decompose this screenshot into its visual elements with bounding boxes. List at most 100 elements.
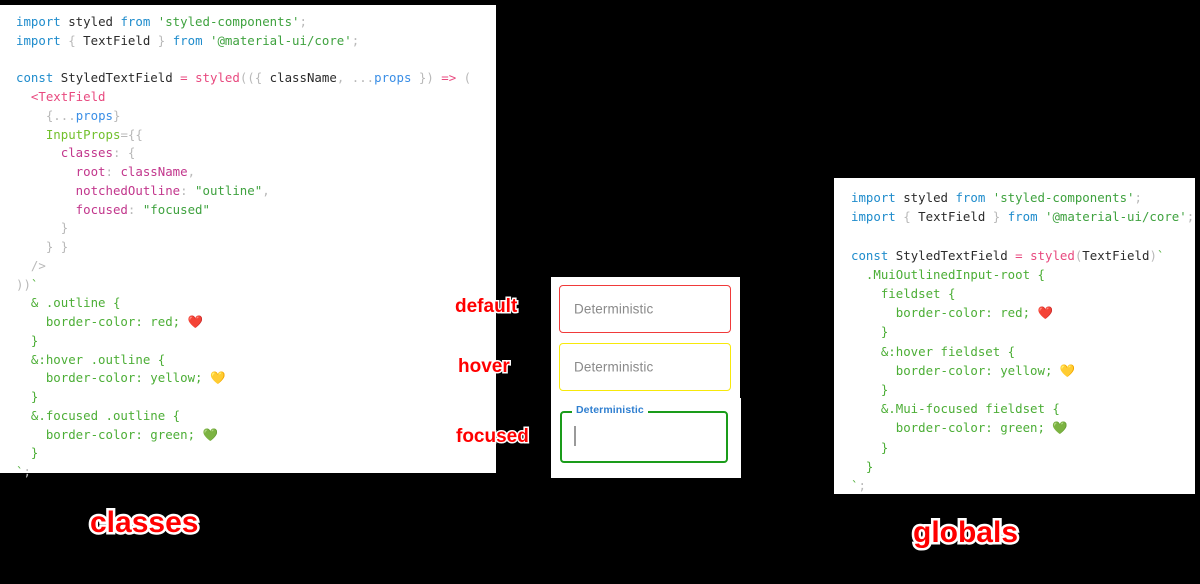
code-token: .MuiOutlinedInput-root { <box>851 266 1045 282</box>
code-token: className <box>269 70 337 86</box>
code-line: border-color: yellow; 💛 <box>16 369 496 388</box>
code-token: )) <box>16 276 31 292</box>
code-line: border-color: red; ❤️ <box>16 313 496 332</box>
code-token: border-color: green; 💚 <box>16 426 218 442</box>
code-token: } <box>851 439 889 455</box>
code-token: , <box>187 164 196 179</box>
code-line <box>16 51 496 70</box>
code-token: const <box>16 70 54 86</box>
code-token: border-color: green; 💚 <box>851 420 1068 436</box>
code-token: border-color: red; ❤️ <box>16 314 204 329</box>
code-line: ))` <box>16 276 496 295</box>
code-token: 'styled-components' <box>150 14 300 29</box>
code-token: classes <box>16 145 113 161</box>
textfield-focused[interactable]: Deterministic <box>560 405 728 463</box>
code-token: fieldset { <box>851 286 956 302</box>
code-line: } <box>16 444 496 463</box>
code-line: &.Mui-focused fieldset { <box>851 399 1195 418</box>
code-token: /> <box>16 257 46 273</box>
textfield-hover-placeholder: Deterministic <box>574 359 654 375</box>
text-cursor-icon <box>574 426 576 446</box>
code-token: { <box>895 209 919 225</box>
code-token: ; <box>1134 190 1142 205</box>
code-token: ={{ <box>120 126 143 142</box>
code-token: ` <box>30 276 39 292</box>
code-token: TextField <box>83 32 151 48</box>
code-token: "outline" <box>195 182 263 198</box>
code-token: = <box>180 70 196 86</box>
annotation-default: default <box>453 295 518 319</box>
code-token: StyledTextField <box>53 70 181 86</box>
code-token: {... <box>16 107 76 123</box>
code-token: } <box>985 209 1008 225</box>
annotation-hover: hover <box>457 355 512 379</box>
code-token: ; <box>23 464 31 479</box>
code-token: TextField <box>1082 247 1150 263</box>
code-line <box>851 226 1195 245</box>
code-token: from <box>172 32 203 48</box>
code-line: border-color: green; 💚 <box>16 426 496 445</box>
code-token: from <box>1007 209 1038 225</box>
textfield-hover[interactable]: Deterministic <box>559 343 731 391</box>
code-token: } } <box>16 239 69 254</box>
code-token: ( <box>1074 247 1083 263</box>
code-token: ) <box>1149 247 1157 263</box>
code-line: } <box>851 380 1195 399</box>
code-token: className <box>120 164 188 179</box>
code-token: notchedOutline <box>16 182 181 198</box>
code-token: border-color: yellow; 💛 <box>16 370 226 386</box>
code-token: } <box>16 389 39 404</box>
code-token: root <box>16 164 106 179</box>
code-token: { <box>60 32 84 48</box>
code-token: InputProps <box>16 126 121 142</box>
code-token: '@material-ui/core' <box>1037 209 1187 225</box>
code-token: StyledTextField <box>888 247 1016 263</box>
code-line: focused: "focused" <box>16 201 496 220</box>
code-token: }) <box>411 70 442 86</box>
code-line: <TextField <box>16 88 496 107</box>
code-token: from <box>120 14 151 29</box>
code-token: } <box>851 324 889 340</box>
code-token: ; <box>1186 209 1195 225</box>
code-line: const StyledTextField = styled(TextField… <box>851 246 1195 265</box>
code-token <box>16 89 31 104</box>
code-token: ; <box>299 14 307 29</box>
code-line: fieldset { <box>851 284 1195 303</box>
code-line: } <box>16 388 496 407</box>
code-line: } <box>851 322 1195 341</box>
code-token: &:hover .outline { <box>16 351 166 367</box>
code-token: => <box>441 70 464 86</box>
code-token: <TextField <box>30 89 106 104</box>
code-token: props <box>374 70 412 86</box>
code-line: &:hover .outline { <box>16 351 496 370</box>
code-token: } <box>16 445 39 461</box>
code-line: } <box>851 438 1195 457</box>
code-token: import <box>851 190 896 205</box>
code-line: border-color: red; ❤️ <box>851 303 1195 322</box>
code-line: /> <box>16 257 496 276</box>
code-token: focused <box>16 201 128 217</box>
code-line: border-color: yellow; 💛 <box>851 361 1195 380</box>
code-token: : <box>180 182 196 198</box>
code-line: border-color: green; 💚 <box>851 418 1195 437</box>
code-token: } <box>851 458 874 474</box>
code-token: (({ <box>239 70 270 86</box>
code-token: : <box>105 164 121 179</box>
code-token: } <box>16 332 39 348</box>
code-token: import <box>851 209 896 225</box>
code-token: } <box>150 32 173 48</box>
code-token: from <box>955 190 986 205</box>
code-token: , <box>336 70 352 86</box>
code-token: } <box>851 382 889 398</box>
code-token: '@material-ui/core' <box>202 32 352 48</box>
code-token: , <box>262 182 270 198</box>
textfield-default[interactable]: Deterministic <box>559 285 731 333</box>
code-line: root: className, <box>16 163 496 182</box>
code-line: & .outline { <box>16 294 496 313</box>
code-token: = <box>1015 247 1031 263</box>
textfield-focused-label: Deterministic <box>572 405 648 416</box>
code-line: import styled from 'styled-components'; <box>16 13 496 32</box>
code-token: import <box>16 32 61 48</box>
code-line: import { TextField } from '@material-ui/… <box>851 207 1195 226</box>
code-line: } <box>16 219 496 238</box>
